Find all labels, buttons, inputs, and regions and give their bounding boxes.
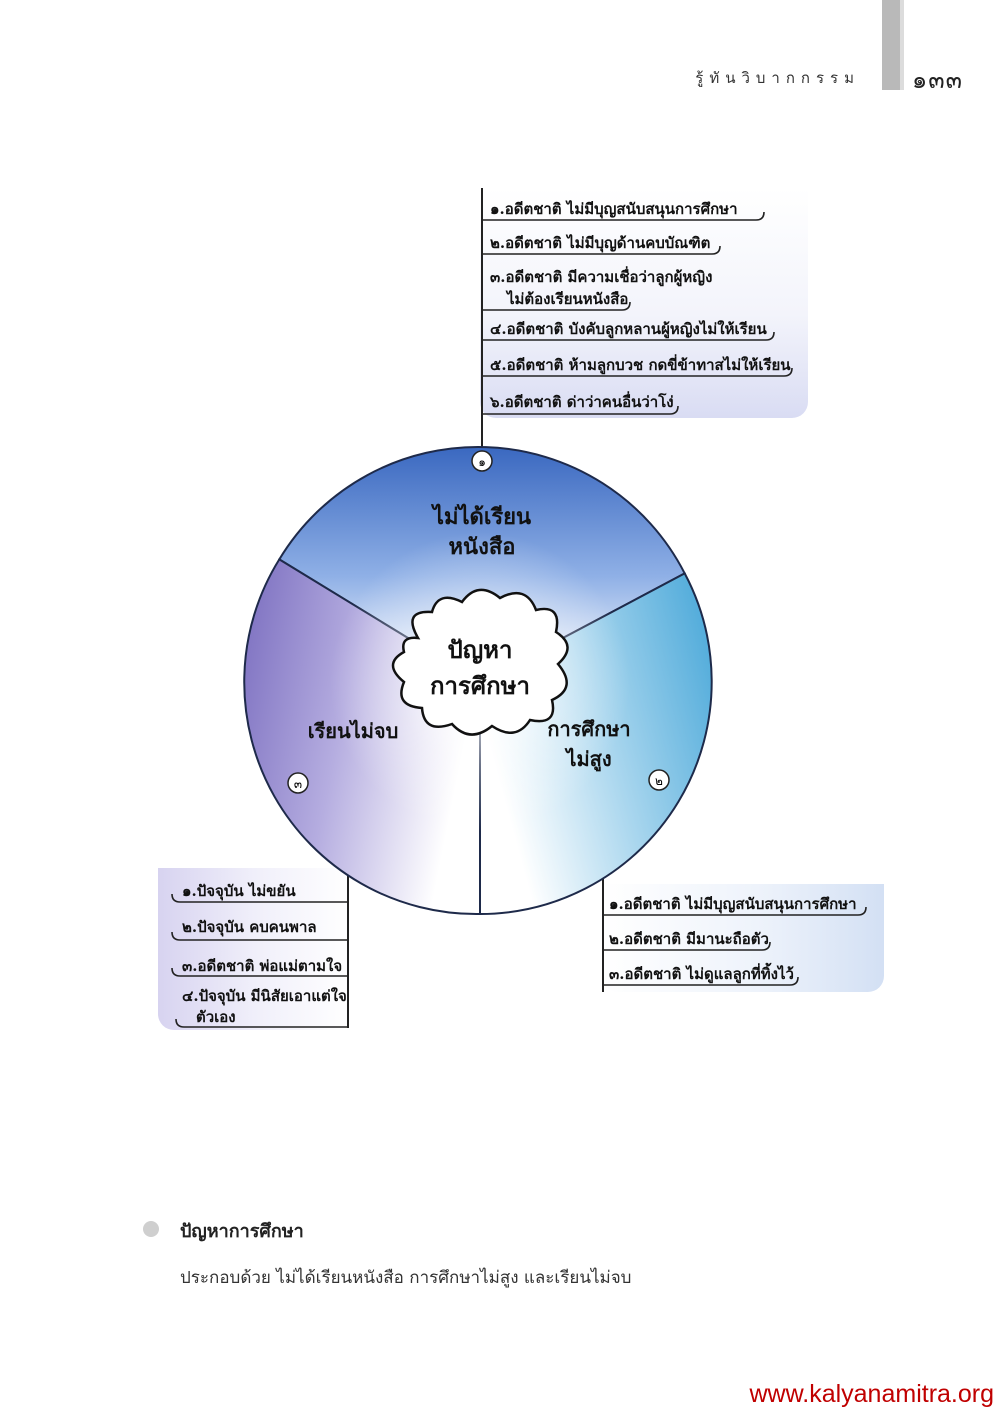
caption-title: ปัญหาการศึกษา	[180, 1221, 304, 1242]
branch-top-item-1: ๑.อดีตชาติ ไม่มีบุญสนับสนุนการศึกษา	[490, 200, 738, 218]
badge-3-number: ๓	[294, 777, 302, 791]
sector-badges: ๑ ๒ ๓	[287, 450, 670, 794]
branch-top-item-3-cont: ไม่ต้องเรียนหนังสือ	[507, 290, 629, 308]
header-divider-shade	[900, 0, 904, 90]
center-label-line2: การศึกษา	[430, 671, 530, 700]
badge-2-circle	[648, 769, 670, 791]
branch-left-panel	[158, 868, 350, 1030]
sector-2-label-line1: การศึกษา	[547, 717, 630, 741]
sector-1-label-line2: หนังสือ	[449, 534, 516, 560]
badge-3-circle	[287, 772, 309, 794]
item-underlines	[171, 211, 867, 1028]
center-cloud	[391, 588, 569, 736]
sector-1-label-line1: ไม่ได้เรียน	[431, 503, 531, 530]
badge-2-number: ๒	[655, 774, 663, 788]
branch-right-panel	[602, 884, 884, 992]
branch-left-item-2: ๒.ปัจจุบัน คบคนพาล	[182, 918, 317, 936]
branch-left-item-3: ๓.อดีตชาติ พ่อแม่ตามใจ	[182, 957, 343, 975]
branch-top-item-3: ๓.อดีตชาติ มีความเชื่อว่าลูกผู้หญิง	[490, 268, 713, 286]
badge-1-circle	[471, 450, 493, 472]
footer-url: www.kalyanamitra.org	[749, 1380, 994, 1408]
branch-top-panel	[480, 188, 808, 418]
caption-bullet	[143, 1221, 159, 1237]
header-divider-bar	[882, 0, 900, 90]
branch-right-item-3: ๓.อดีตชาติ ไม่ดูแลลูกที่ทิ้งไว้	[609, 965, 794, 983]
caption-text: ประกอบด้วย ไม่ได้เรียนหนังสือ การศึกษาไม…	[180, 1268, 632, 1288]
running-title: รู้ทันวิบากกรรม	[695, 69, 860, 87]
connector-lines	[347, 188, 604, 1028]
branch-top-item-6: ๖.อดีตชาติ ด่าว่าคนอื่นว่าโง่	[490, 393, 674, 411]
page-number: ๑๓๓	[912, 66, 964, 94]
badge-1-number: ๑	[478, 455, 486, 469]
branch-top-item-2: ๒.อดีตชาติ ไม่มีบุญด้านคบบัณฑิต	[490, 234, 711, 252]
center-label-line1: ปัญหา	[448, 635, 513, 664]
sector-3-label: เรียนไม่จบ	[308, 719, 399, 743]
sector-2-label-line2: ไม่สูง	[564, 747, 611, 773]
sector-labels: ไม่ได้เรียน หนังสือ การศึกษา ไม่สูง เรีย…	[308, 503, 631, 773]
branch-left-item-1: ๑.ปัจจุบัน ไม่ขยัน	[182, 882, 296, 900]
branch-right-item-2: ๒.อดีตชาติ มีมานะถือตัว	[609, 930, 769, 948]
branch-top-item-5: ๕.อดีตชาติ ห้ามลูกบวช กดขี่ข้าทาสไม่ให้เ…	[490, 356, 791, 374]
branch-top-item-4: ๔.อดีตชาติ บังคับลูกหลานผู้หญิงไม่ให้เรี…	[490, 320, 767, 338]
branch-right-item-1: ๑.อดีตชาติ ไม่มีบุญสนับสนุนการศึกษา	[609, 895, 857, 913]
branch-left-item-4: ๔.ปัจจุบัน มีนิสัยเอาแต่ใจ	[182, 987, 347, 1005]
branch-left-item-4-cont: ตัวเอง	[196, 1008, 236, 1026]
